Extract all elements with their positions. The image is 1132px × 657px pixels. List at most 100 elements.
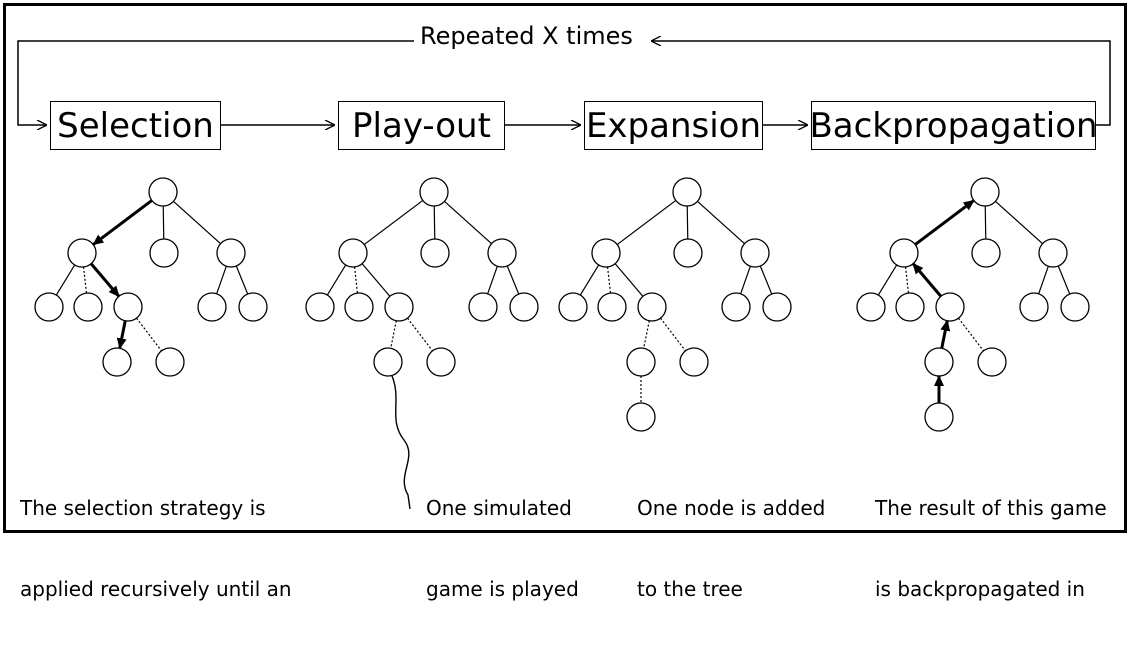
tree-edge (353, 266, 359, 294)
tree-node (148, 177, 178, 207)
tree-node (238, 292, 268, 322)
tree-edge (407, 317, 433, 352)
tree-node (468, 292, 498, 322)
tree-edge (216, 266, 227, 294)
tree-edge (643, 320, 650, 349)
tree-edge (614, 263, 644, 297)
tree-node (34, 292, 64, 322)
description-selection: The selection strategy is applied recurs… (20, 441, 292, 657)
tree-node (679, 347, 709, 377)
tree-node (626, 347, 656, 377)
tree-node (924, 402, 954, 432)
tree-node (113, 292, 143, 322)
tree-edge (433, 205, 436, 240)
tree-node (970, 177, 1000, 207)
description-playout: One simulated game is played (426, 441, 579, 657)
tree-node (373, 347, 403, 377)
backprop-arrow (911, 262, 943, 298)
loop-line-right (652, 41, 1111, 126)
tree-node (149, 238, 179, 268)
tree-edge (82, 266, 88, 294)
description-line: is backpropagated in (875, 577, 1085, 601)
description-line: to the tree (637, 577, 743, 601)
step-box-selection: Selection (50, 101, 221, 150)
tree-node (344, 292, 374, 322)
tree-node (197, 292, 227, 322)
tree-node (419, 177, 449, 207)
tree-edge (958, 317, 984, 352)
tree-node (102, 347, 132, 377)
loop-line-left (17, 40, 414, 125)
tree-edge (606, 266, 612, 294)
tree-edge (363, 199, 424, 246)
tree-edge (487, 266, 498, 294)
tree-edge (1057, 265, 1071, 295)
selection-arrow (92, 199, 153, 246)
tree-node (721, 292, 751, 322)
backprop-arrow (914, 199, 975, 246)
tree-node (1060, 292, 1090, 322)
mcts-diagram: Repeated X times Selection Play-out Expa… (3, 0, 1127, 601)
tree-node (935, 292, 965, 322)
tree-node (305, 292, 335, 322)
simulation-path (391, 375, 411, 509)
tree-edge (877, 264, 898, 296)
tree-edge (55, 264, 76, 296)
tree-edge (616, 199, 677, 246)
tree-node (1019, 292, 1049, 322)
tree-node (591, 238, 621, 268)
tree-edge (136, 317, 162, 352)
description-line: applied recursively until an (20, 577, 292, 601)
tree-node (67, 238, 97, 268)
tree-edge (326, 264, 347, 296)
step-box-expansion: Expansion (584, 101, 763, 150)
loop-label: Repeated X times (416, 22, 637, 50)
tree-edge (904, 266, 910, 294)
description-line: game is played (426, 577, 579, 601)
tree-edge (235, 265, 249, 295)
tree-edge (995, 200, 1043, 245)
tree-node (155, 347, 185, 377)
tree-node (216, 238, 246, 268)
flow-arrows (17, 0, 1111, 509)
tree-edge (444, 200, 492, 245)
tree-edge (1038, 266, 1049, 294)
tree-node (426, 347, 456, 377)
backprop-arrow (940, 319, 951, 349)
tree-edge (361, 263, 391, 297)
tree-edge (686, 205, 689, 240)
step-box-playout: Play-out (338, 101, 505, 150)
tree-node (673, 238, 703, 268)
tree-node (971, 238, 1001, 268)
tree-node (889, 238, 919, 268)
tree-node (420, 238, 450, 268)
tree-node (856, 292, 886, 322)
tree-node (597, 292, 627, 322)
selection-arrow (89, 262, 121, 298)
tree-node (762, 292, 792, 322)
tree-node (977, 347, 1007, 377)
tree-edge (759, 265, 773, 295)
tree-node (384, 292, 414, 322)
tree-node (509, 292, 539, 322)
tree-edge (173, 200, 221, 245)
tree-node (487, 238, 517, 268)
tree-edge (506, 265, 520, 295)
tree-edge (697, 200, 745, 245)
tree-node (626, 402, 656, 432)
tree-edge (660, 317, 686, 352)
tree-node (672, 177, 702, 207)
tree-node (637, 292, 667, 322)
path-arrow (116, 320, 127, 350)
tree-edge (162, 205, 165, 240)
step-box-backpropagation: Backpropagation (809, 101, 1098, 150)
tree-diagrams (34, 177, 1090, 509)
tree-node (1038, 238, 1068, 268)
description-backpropagation: The result of this game is backpropagate… (875, 441, 1107, 657)
tree-node (338, 238, 368, 268)
description-expansion: One node is added to the tree (637, 441, 825, 657)
tree-edge (740, 266, 751, 294)
tree-edge (984, 205, 987, 240)
tree-node (895, 292, 925, 322)
tree-node (924, 347, 954, 377)
